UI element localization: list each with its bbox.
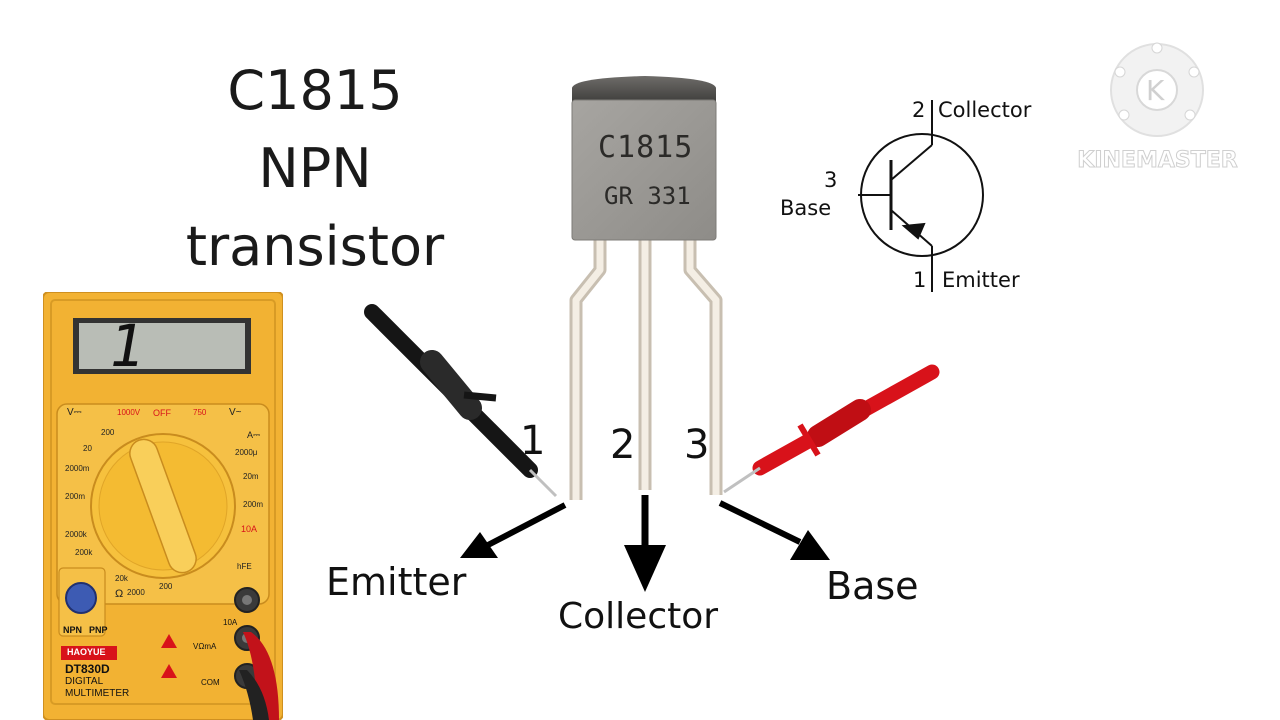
pin-number-1: 1 [520,418,546,464]
multimeter: 1 V⎓ 1000V OFF 750 V~ 200 20 2000m 200m … [43,292,283,720]
jack-10a-label: 10A [223,618,238,627]
range-2000k: 2000k [65,530,87,539]
pin-arrows [460,495,830,592]
range-v200m: 200m [65,492,86,501]
range-a200m: 200m [243,500,264,509]
multimeter-body [43,292,283,720]
transistor-marking-line2: GR 331 [604,182,691,210]
watermark-text: KINEMASTER [1077,148,1238,174]
multimeter-label-line1: DIGITAL [65,676,104,687]
label-base: Base [826,564,919,608]
range-acv: V~ [229,407,242,418]
range-v20: 20 [83,444,92,453]
range-v2000m: 2000m [65,464,90,473]
pin-number-2: 2 [610,422,636,468]
socket-pnp-label: PNP [89,625,108,635]
range-750: 750 [193,408,207,417]
multimeter-brand: HAOYUE [67,647,106,657]
label-collector: Collector [558,596,719,637]
range-10a: 10A [241,524,258,534]
range-off: OFF [153,408,171,418]
title-type: NPN [258,137,372,200]
watermark-logo-letter: K [1146,74,1165,107]
watermark-logo-icon [1110,42,1204,137]
symbol-emitter-label: Emitter [942,268,1020,292]
title-part-number: C1815 [227,59,403,122]
range-ohm200: 200 [159,582,173,591]
symbol-base-label: Base [780,196,832,220]
range-hfe: hFE [237,562,252,571]
range-1000v: 1000V [117,408,141,417]
range-v200: 200 [101,428,115,437]
symbol-collector-label: Collector [938,98,1032,122]
label-emitter: Emitter [326,560,467,604]
range-ohm: Ω [115,588,124,600]
pin-number-3: 3 [684,422,710,468]
red-probe [723,364,940,494]
socket-npn-label: NPN [63,625,83,635]
range-a20m: 20m [243,472,259,481]
symbol-base-pin: 3 [824,168,838,192]
range-ohm2000: 2000 [127,588,145,597]
npn-symbol [858,100,984,292]
range-dcv: V⎓ [67,407,82,418]
jack-vma-label: VΩmA [193,642,217,651]
transistor-marking-line1: C1815 [598,130,694,165]
jack-com-label: COM [201,678,220,687]
range-20k: 20k [115,574,128,583]
range-200k: 200k [75,548,93,557]
symbol-collector-pin: 2 [912,98,926,122]
diagram-title: C1815 NPN transistor [150,52,480,286]
multimeter-label-line2: MULTIMETER [65,688,130,699]
symbol-emitter-pin: 1 [913,268,927,292]
transistor-leads [569,235,723,500]
transistor-body [571,76,717,241]
range-2000u: 2000μ [235,448,258,457]
title-word: transistor [185,215,445,278]
black-probe [364,304,558,498]
range-dca: A⎓ [247,430,261,440]
multimeter-model: DT830D [65,662,110,676]
